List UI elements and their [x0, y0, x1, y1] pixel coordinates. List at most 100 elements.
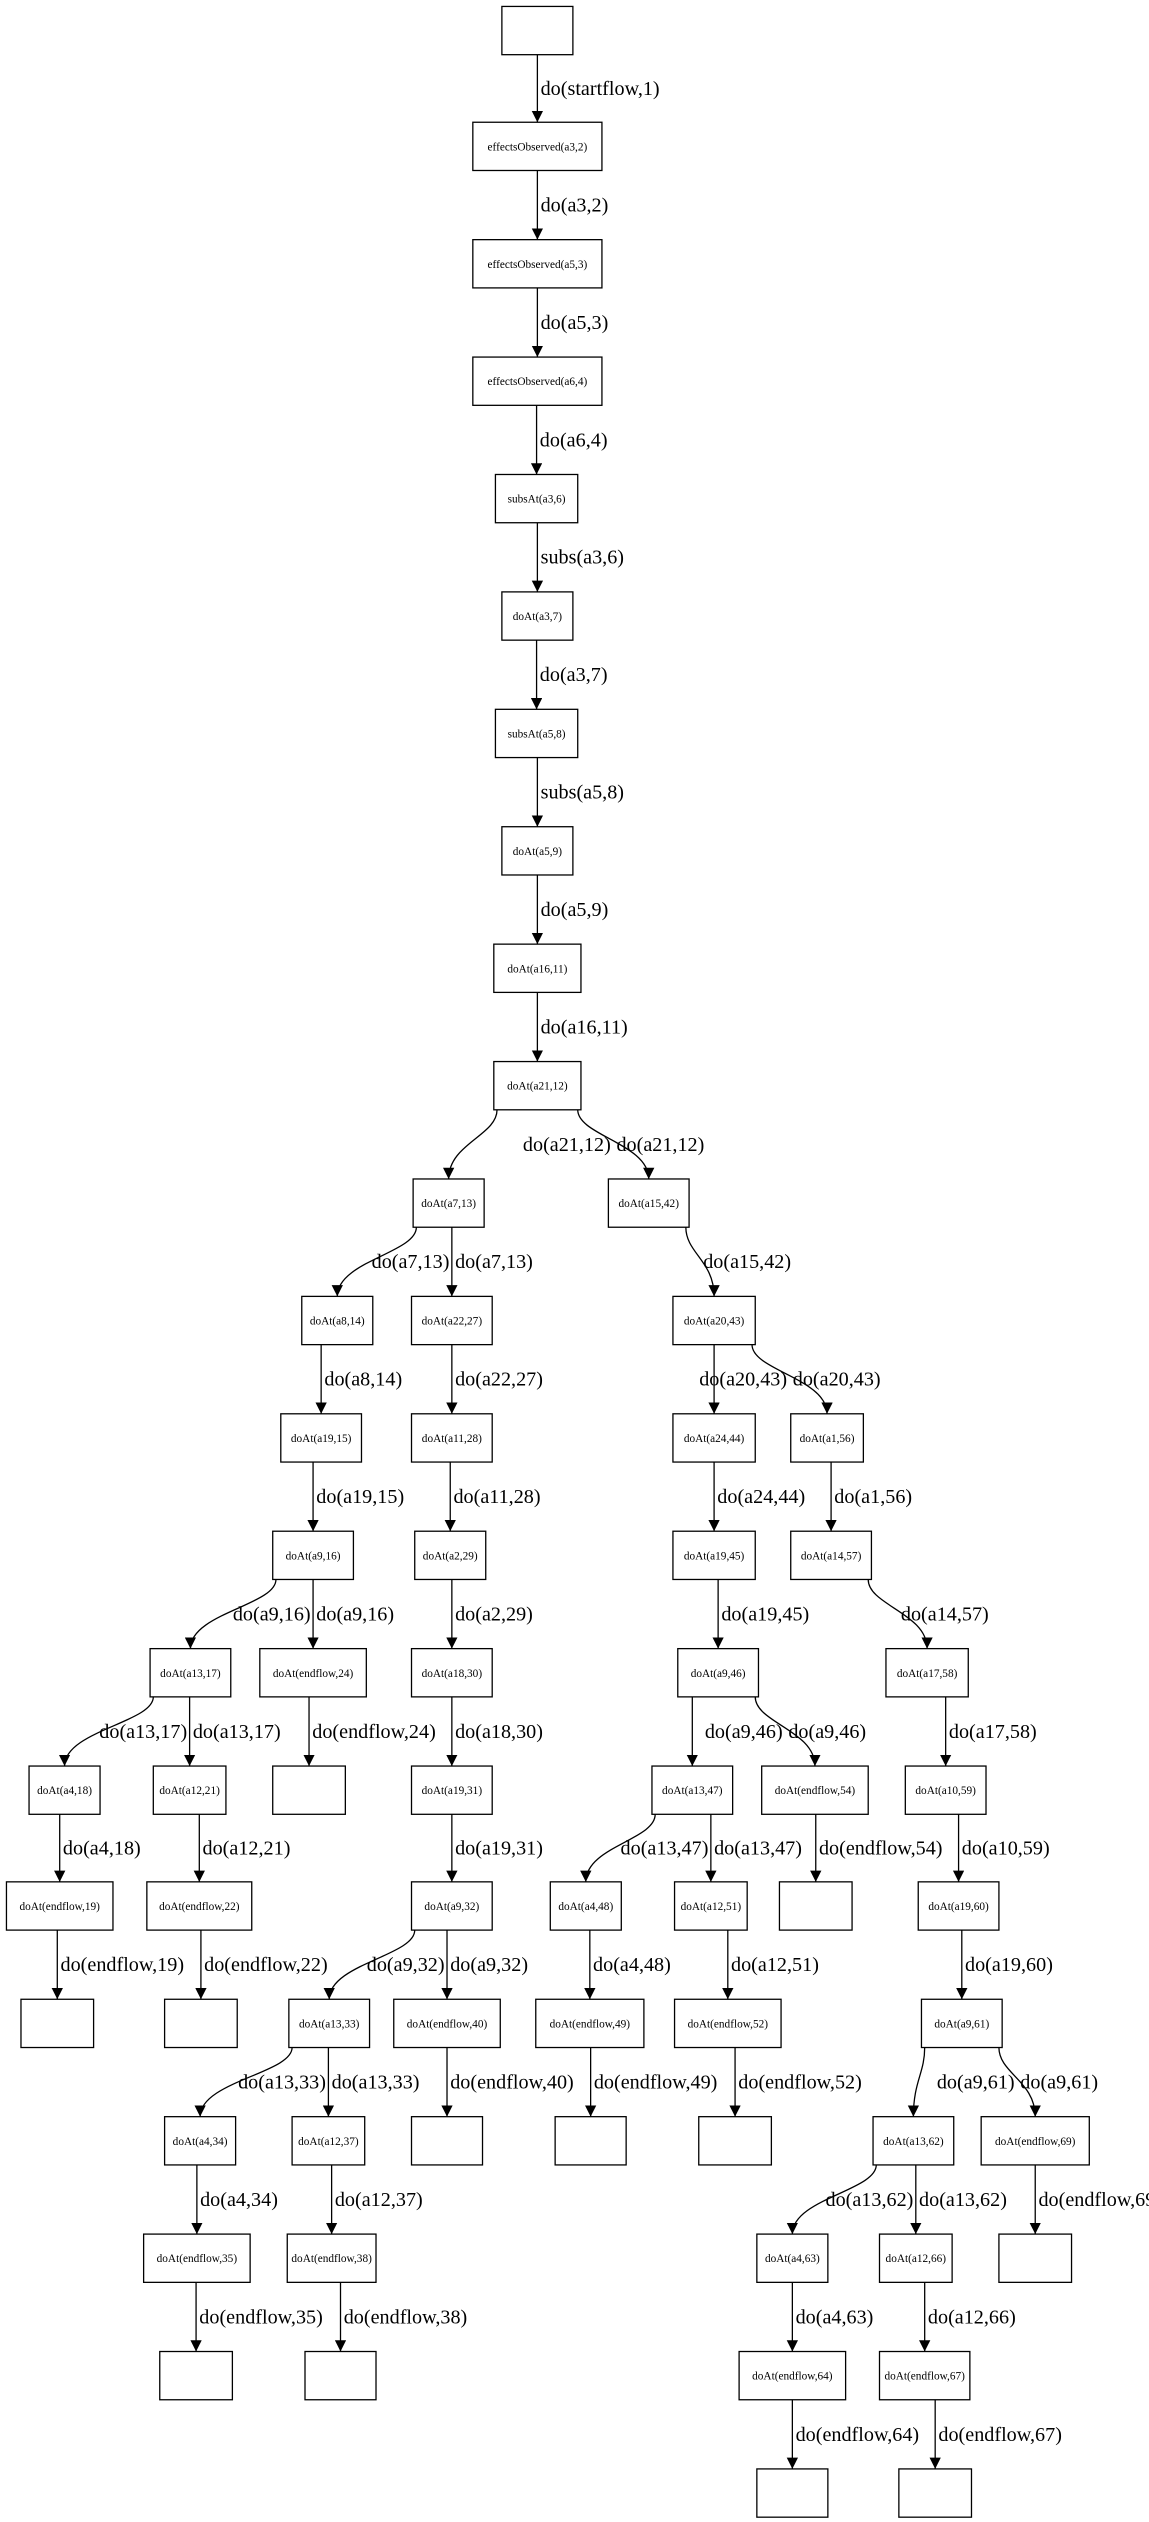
edge-label: do(startflow,1) [541, 78, 660, 100]
edge-arrow [331, 1227, 417, 1297]
state-node: doAt(a19,60) [917, 1881, 1000, 1931]
transition-edge: do(a13,17) [183, 1696, 281, 1767]
transition-edge: do(a12,51) [722, 1930, 819, 2000]
state-node: doAt(a19,15) [280, 1413, 363, 1463]
transition-edge: do(a9,46) [686, 1696, 783, 1767]
node-box [146, 1881, 253, 1931]
transition-edge: do(a9,61) [998, 2047, 1098, 2117]
state-node: doAt(a5,9) [501, 826, 574, 876]
edge-arrow [58, 1696, 154, 1767]
node-label: doAt(endflow,19) [19, 1901, 100, 1913]
node-label: doAt(a12,51) [681, 1901, 742, 1913]
node-box [607, 1178, 690, 1228]
node-box [651, 1765, 734, 1815]
node-box [152, 1765, 227, 1815]
node-label: doAt(a12,21) [159, 1785, 220, 1797]
edge-label: do(a4,34) [200, 2189, 278, 2211]
empty-state-node [554, 2116, 627, 2166]
transition-edge: do(a13,62) [786, 2164, 913, 2235]
transition-edge: do(a8,14) [315, 1344, 402, 1414]
state-node: doAt(a1,56) [790, 1413, 865, 1463]
edge-label: do(a6,4) [540, 429, 608, 451]
state-node: doAt(endflow,49) [535, 1998, 645, 2049]
transition-edge: do(a7,13) [331, 1227, 449, 1297]
node-box [980, 2116, 1090, 2166]
node-label: doAt(a4,48) [558, 1901, 613, 1913]
edge-label: do(a22,27) [455, 1369, 543, 1391]
edge-arrow [754, 1696, 821, 1767]
node-label: doAt(endflow,22) [159, 1901, 240, 1913]
node-label: doAt(a1,56) [800, 1433, 855, 1445]
node-label: doAt(a20,43) [684, 1316, 745, 1328]
transition-edge: do(a4,63) [786, 2282, 873, 2352]
edge-arrow [580, 1814, 656, 1882]
edge-label: do(a13,47) [621, 1838, 709, 1860]
state-node: doAt(a4,34) [163, 2116, 237, 2166]
transition-edge: do(endflow,22) [195, 1930, 328, 2000]
node-box [878, 2350, 971, 2401]
state-node: effectsObserved(a5,3) [472, 239, 603, 289]
transition-edge: do(a17,58) [940, 1696, 1037, 1767]
node-box [673, 1881, 748, 1931]
transition-edge: subs(a3,6) [531, 522, 624, 592]
node-box [898, 2468, 973, 2518]
transition-edge: do(a22,27) [446, 1344, 543, 1414]
state-node: doAt(a13,62) [872, 2116, 955, 2166]
state-node: doAt(a19,45) [672, 1530, 756, 1581]
transition-edge: do(a10,59) [952, 1814, 1050, 1882]
node-box [291, 2116, 366, 2166]
node-label: doAt(a24,44) [684, 1433, 745, 1445]
edge-label: do(a4,18) [63, 1838, 141, 1860]
node-box [885, 1647, 969, 1698]
node-box [672, 1413, 756, 1463]
node-box [163, 1998, 238, 2049]
node-label: doAt(a2,29) [423, 1550, 478, 1562]
node-box [872, 2116, 955, 2166]
state-node: doAt(endflow,24) [259, 1647, 367, 1698]
node-label: doAt(a7,13) [421, 1198, 476, 1210]
edge-arrow [442, 1109, 498, 1179]
state-node: doAt(a12,37) [291, 2116, 366, 2166]
edge-label: do(a12,51) [731, 1954, 819, 1976]
edge-label: do(a9,16) [233, 1604, 311, 1626]
node-box [998, 2233, 1073, 2283]
transition-edge: subs(a5,8) [531, 757, 624, 827]
edge-label: do(a13,17) [193, 1721, 281, 1743]
transition-edge: do(a20,43) [699, 1344, 787, 1414]
edge-label: do(a8,14) [324, 1369, 402, 1391]
node-label: subsAt(a3,6) [508, 494, 566, 506]
node-label: doAt(a9,32) [424, 1901, 479, 1913]
node-box [472, 239, 603, 289]
transition-edge: do(a9,32) [323, 1930, 445, 2000]
transition-edge: do(endflow,38) [334, 2282, 468, 2352]
node-label: doAt(endflow,54) [775, 1785, 856, 1797]
node-box [761, 1765, 869, 1815]
transition-edge: do(a12,37) [325, 2164, 423, 2235]
transition-edge: do(a18,30) [446, 1696, 543, 1767]
state-node: doAt(a13,33) [288, 1998, 371, 2049]
transition-edge: do(a6,4) [530, 405, 608, 475]
state-node: doAt(endflow,35) [142, 2233, 251, 2283]
edge-label: do(a2,29) [455, 1604, 533, 1626]
node-box [28, 1765, 101, 1815]
edge-label: do(endflow,38) [344, 2306, 468, 2328]
transition-edge: do(endflow,49) [584, 2047, 717, 2117]
state-node: doAt(a24,44) [672, 1413, 756, 1463]
state-node: doAt(a17,58) [885, 1647, 969, 1698]
node-box [5, 1881, 114, 1931]
empty-state-node [20, 1998, 95, 2049]
state-node: doAt(endflow,40) [393, 1998, 501, 2049]
transition-edge: do(endflow,19) [51, 1930, 184, 2000]
edge-label: do(a3,7) [540, 664, 608, 686]
state-node: doAt(a15,42) [607, 1178, 690, 1228]
state-node: doAt(a12,51) [673, 1881, 748, 1931]
state-node: doAt(endflow,67) [878, 2350, 971, 2401]
node-label: doAt(a14,57) [801, 1550, 862, 1562]
transition-edge: do(a24,44) [708, 1462, 805, 1532]
node-box [920, 1998, 1003, 2049]
node-label: doAt(a19,31) [422, 1785, 483, 1797]
node-label: doAt(endflow,40) [407, 2018, 488, 2030]
state-node: doAt(endflow,69) [980, 2116, 1090, 2166]
edge-arrow [184, 1579, 277, 1649]
